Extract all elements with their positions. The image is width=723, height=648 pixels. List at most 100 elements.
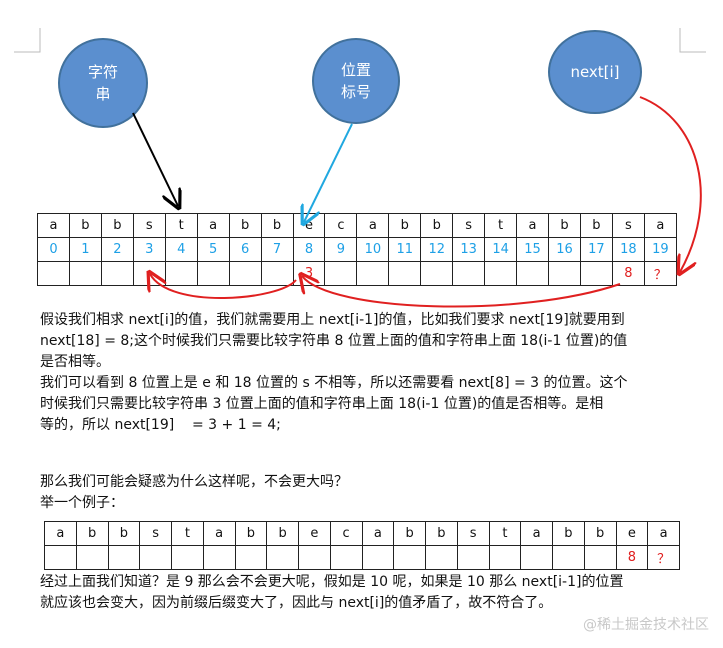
char-cell: b [583, 521, 617, 546]
char-cell: b [393, 521, 426, 546]
position-arrow [304, 123, 353, 222]
next-cell: ？ [643, 261, 678, 286]
char-cell: a [520, 521, 553, 546]
paragraph-3-line: 经过上面我们知道？是 9 那么会不会更大呢，假如是 10 呢，如果是 10 那么… [40, 574, 624, 590]
next18-to-next8-arrow [302, 276, 621, 308]
char-cell: b [75, 521, 109, 546]
next-cell [520, 545, 553, 570]
index-cell: 15 [516, 237, 549, 262]
paragraph-1: 假设我们相求 next[i]的值，我们就需要用上 next[i-1]的值，比如我… [40, 310, 680, 436]
index-cell: 16 [548, 237, 581, 262]
next-cell [548, 261, 581, 286]
string-arrow [132, 112, 178, 206]
paragraph-1-line: 等的，所以 next[19] = 3 + 1 = 4; [40, 417, 281, 433]
next-bubble-label: next[i] [570, 63, 620, 81]
paragraph-1-line: next[18] = 8;这个时候我们只需要比较字符串 8 位置上面的值和字符串… [40, 333, 628, 349]
next-arrow [639, 96, 702, 272]
next-cell [324, 261, 358, 286]
index-cell: 1 [68, 237, 102, 262]
string-bubble-label: 字符 串 [87, 63, 118, 103]
paragraph-3-line: 就应该也会变大，因为前缀后缀变大了，因此与 next[i]的值矛盾了，故不符合了… [40, 595, 553, 611]
next-cell [361, 545, 395, 570]
char-cell: c [329, 521, 363, 546]
page-corner-marks [14, 28, 706, 53]
char-cell: b [425, 521, 458, 546]
next-cell [388, 261, 422, 286]
index-cell: 6 [228, 237, 262, 262]
paragraph-1-line: 我们可以看到 8 位置上是 e 和 18 位置的 s 不相等，所以还需要看 ne… [40, 375, 628, 391]
char-cell: a [202, 521, 236, 546]
next-cell [298, 545, 331, 570]
char-cell: s [139, 521, 172, 546]
next-cell [260, 261, 294, 286]
watermark: @稀土掘金技术社区 [583, 617, 709, 633]
char-cell: t [171, 521, 204, 546]
next-cell: 8 [611, 261, 645, 286]
char-cell: b [234, 521, 268, 546]
next-cell [552, 545, 585, 570]
index-cell: 11 [388, 237, 422, 262]
char-cell: b [420, 213, 454, 238]
next-cell [196, 261, 230, 286]
index-cell: 9 [324, 237, 358, 262]
char-cell: b [388, 213, 422, 238]
paragraph-2-line: 那么我们可能会疑惑为什么这样呢，不会更大吗？ [40, 474, 348, 490]
next-cell [266, 545, 299, 570]
next-cell [44, 545, 77, 570]
char-cell: a [643, 213, 678, 238]
next-cell [356, 261, 390, 286]
next-cell [420, 261, 454, 286]
paragraph-2: 那么我们可能会疑惑为什么这样呢，不会更大吗？ 举一个例子： [40, 472, 680, 514]
char-cell: a [356, 213, 390, 238]
next-cell [37, 261, 70, 286]
char-cell: s [456, 521, 490, 546]
paragraph-1-line: 假设我们相求 next[i]的值，我们就需要用上 next[i-1]的值，比如我… [40, 312, 625, 328]
index-cell: 4 [164, 237, 198, 262]
char-cell: a [361, 521, 395, 546]
next-cell [234, 545, 268, 570]
char-cell: t [164, 213, 198, 238]
index-cell: 19 [643, 237, 678, 262]
next-cell [107, 545, 141, 570]
index-cell: 7 [260, 237, 294, 262]
char-cell: a [516, 213, 549, 238]
char-cell: b [552, 521, 585, 546]
position-bubble: 位置 标号 [312, 38, 400, 124]
next-cell [456, 545, 490, 570]
char-cell: b [548, 213, 581, 238]
next-cell: ？ [647, 545, 680, 570]
string-bubble: 字符 串 [58, 38, 148, 128]
char-cell: e [615, 521, 649, 546]
char-cell: s [452, 213, 486, 238]
next-bubble: next[i] [548, 30, 642, 114]
position-bubble-label: 位置 标号 [340, 61, 371, 101]
char-cell: b [107, 521, 141, 546]
next-cell [583, 545, 617, 570]
paragraph-3: 经过上面我们知道？是 9 那么会不会更大呢，假如是 10 呢，如果是 10 那么… [40, 572, 680, 614]
index-cell: 10 [356, 237, 390, 262]
char-cell: a [37, 213, 70, 238]
next-cell [164, 261, 198, 286]
paragraph-1-line: 时候我们只需要比较字符串 3 位置上面的值和字符串上面 18(i-1 位置)的值… [40, 396, 604, 412]
next-cell [171, 545, 204, 570]
index-cell: 18 [611, 237, 645, 262]
char-cell: t [488, 521, 522, 546]
char-cell: b [260, 213, 294, 238]
index-cell: 14 [484, 237, 518, 262]
next-cell [488, 545, 522, 570]
next8-to-pos3-arrow [150, 274, 297, 299]
next-cell [139, 545, 172, 570]
char-cell: b [266, 521, 299, 546]
char-cell: t [484, 213, 518, 238]
paragraph-1-line: 是否相等。 [40, 354, 110, 370]
next-row: 8？ [44, 545, 680, 570]
next-cell [393, 545, 426, 570]
next-cell [516, 261, 549, 286]
